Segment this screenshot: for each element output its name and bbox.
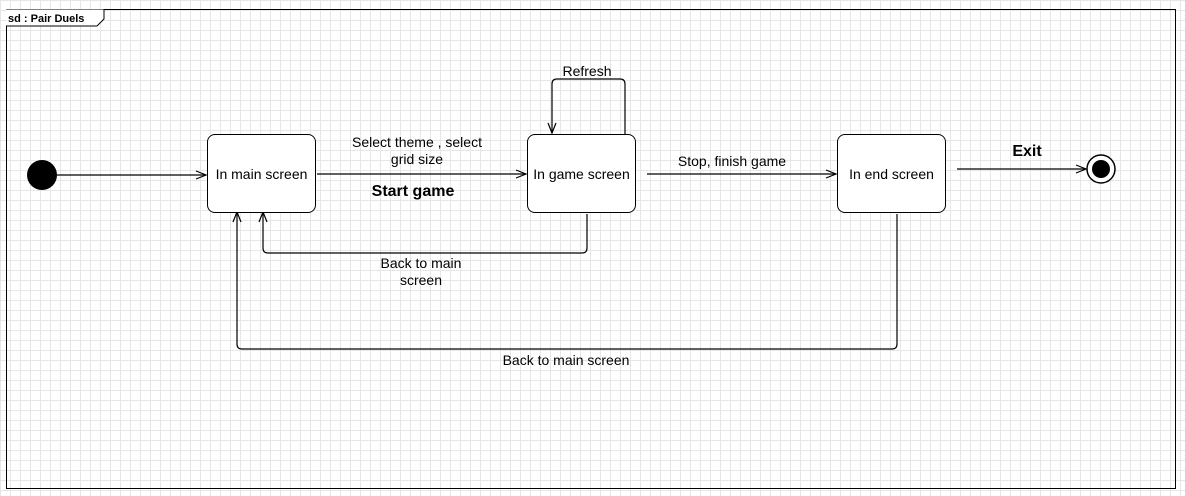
transition-select-line2: grid size	[390, 151, 444, 167]
frame-label: sd : Pair Duels	[8, 13, 85, 25]
state-end-label: In end screen	[849, 165, 934, 182]
state-main-screen[interactable]: In main screen	[207, 134, 316, 213]
transition-back-from-end-label: Back to main screen	[502, 352, 630, 368]
transition-back-from-game-label: Back to main screen	[366, 255, 476, 289]
edge-game-to-main	[263, 212, 588, 254]
state-game-label: In game screen	[533, 165, 630, 182]
edge-refresh-loop	[552, 78, 626, 134]
state-end-screen[interactable]: In end screen	[837, 134, 946, 213]
diagram-frame	[6, 9, 1176, 489]
transition-stop-finish-label: Stop, finish game	[677, 153, 787, 169]
transition-back-from-game-line2: screen	[399, 272, 443, 288]
transition-start-game-label: Start game	[371, 183, 455, 200]
transition-select-label: Select theme , select grid size	[340, 134, 494, 168]
frame-tab	[6, 9, 105, 27]
final-node-inner	[1092, 160, 1110, 178]
initial-node	[27, 160, 57, 190]
edge-end-to-main	[237, 212, 898, 350]
transition-exit-label: Exit	[1012, 143, 1042, 160]
state-game-screen[interactable]: In game screen	[527, 134, 636, 213]
transition-select-line1: Select theme , select	[352, 134, 482, 150]
state-main-label: In main screen	[215, 165, 308, 182]
transition-back-from-game-line1: Back to main	[380, 255, 462, 271]
transition-refresh-label: Refresh	[562, 63, 612, 79]
